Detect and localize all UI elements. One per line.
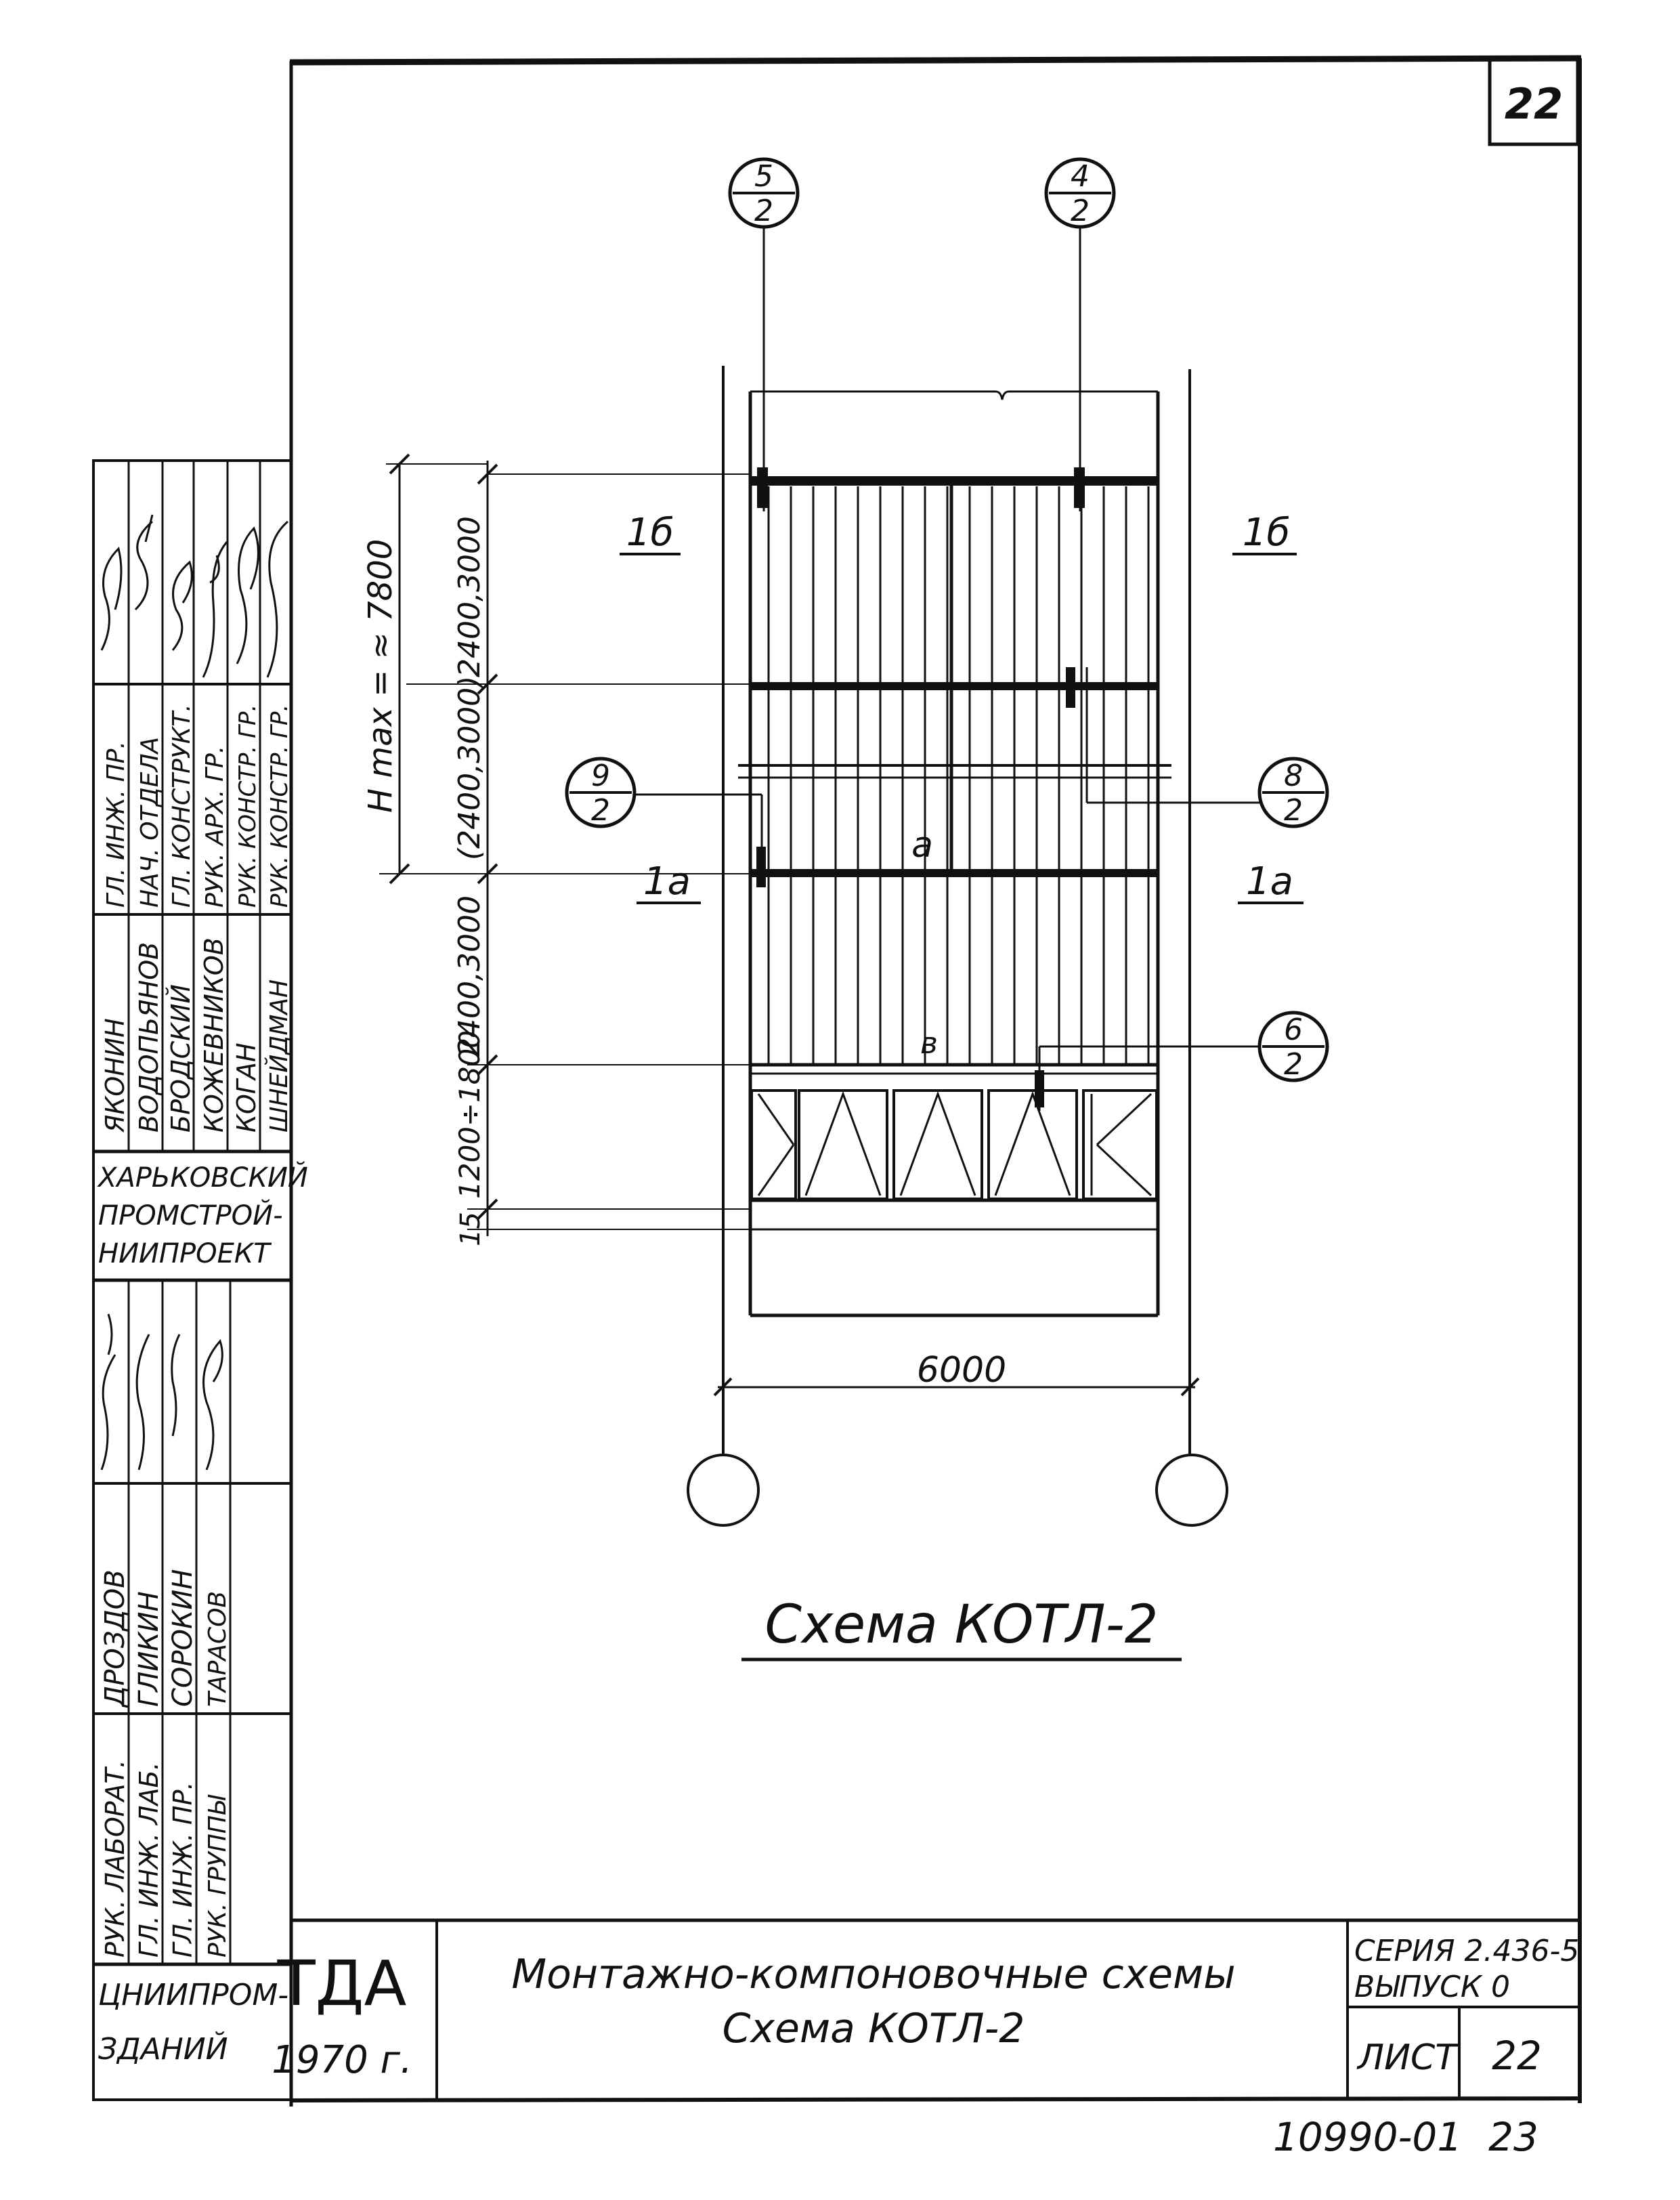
- upper-org-1: ХАРЬКОВСКИЙ: [97, 1161, 308, 1193]
- lower-org-2: ЗДАНИЙ: [98, 2031, 228, 2067]
- drawing-number: 10990-01: [1273, 2114, 1462, 2160]
- lower-signatures: [100, 1313, 223, 1471]
- page-number: 23: [1488, 2114, 1538, 2160]
- upper-role-2: НАЧ. ОТДЕЛА: [136, 737, 164, 908]
- upper-name-4: КОЖЕВНИКОВ: [199, 937, 229, 1133]
- lower-name-3: СОРОКИН: [167, 1569, 198, 1707]
- callout-8-bottom: 2: [1284, 793, 1303, 828]
- upper-name-1: ЯКОНИН: [100, 1018, 130, 1133]
- issue-label: ВЫПУСК 0: [1354, 1970, 1510, 2004]
- callout-4-top: 4: [1071, 159, 1090, 194]
- panel-grille: [767, 486, 1150, 1063]
- zone-label-top-left: 1б: [626, 511, 674, 555]
- panel-letter-v: в: [920, 1026, 938, 1061]
- upper-role-1: ГЛ. ИНЖ. ПР.: [102, 741, 130, 908]
- lower-org-1: ЦНИИПРОМ-: [98, 1978, 288, 2012]
- span-dimension: 6000: [713, 1350, 1200, 1397]
- dim-window-span: 1200÷1800: [453, 1030, 486, 1199]
- dim-top-span: 2400,3000: [452, 516, 487, 677]
- upper-role-6: РУК. КОНСТР. ГР.: [266, 704, 293, 908]
- upper-org-2: ПРОМСТРОЙ-: [98, 1199, 283, 1231]
- upper-role-5: РУК. КОНСТР. ГР.: [234, 704, 261, 908]
- upper-name-5: КОГАН: [232, 1042, 261, 1133]
- upper-name-2: ВОДОПЬЯНОВ: [134, 942, 164, 1133]
- callout-4-2: 4 2: [1044, 157, 1116, 511]
- callout-6-2: 6 2: [1035, 1011, 1329, 1111]
- callout-9-2: 9 2: [565, 757, 766, 887]
- callout-8-2: 8 2: [1066, 667, 1329, 828]
- zone-labels: 1б 1б 1а 1а а в: [620, 511, 1304, 1061]
- callout-6-bottom: 2: [1284, 1047, 1303, 1082]
- corner-sheet-box: 22: [1488, 58, 1580, 146]
- zone-label-mid-left: 1а: [643, 860, 691, 904]
- panel-letter-a: а: [911, 825, 933, 866]
- axis-circle-left: [687, 1454, 760, 1527]
- upper-signatures: [100, 514, 288, 678]
- callout-5-bottom: 2: [754, 194, 773, 228]
- lower-roles: РУК. ЛАБОРАТ. ГЛ. ИНЖ. ЛАБ. ГЛ. ИНЖ. ПР.…: [100, 1760, 232, 1958]
- stamp-title-line2: Схема КОТЛ-2: [723, 2005, 1025, 2052]
- vertical-dimension-chain: 2400,3000 (2400,3000) 2400,3000 1200÷180…: [362, 453, 752, 1246]
- dim-total-height: H max = ≈ 7800: [362, 539, 400, 813]
- callout-9-top: 9: [591, 759, 610, 793]
- zone-label-mid-right: 1а: [1246, 860, 1293, 904]
- lower-role-3: ГЛ. ИНЖ. ПР.: [168, 1781, 198, 1958]
- upper-org: ХАРЬКОВСКИЙ ПРОМСТРОЙ- НИИПРОЕКТ: [97, 1161, 308, 1269]
- upper-roles: ГЛ. ИНЖ. ПР. НАЧ. ОТДЕЛА ГЛ. КОНСТРУКТ. …: [102, 704, 293, 908]
- org-name: ТДА: [276, 1947, 406, 2020]
- lower-names: ДРОЗДОВ ГЛИКИН СОРОКИН ТАРАСОВ: [100, 1569, 232, 1708]
- stamp-title-line1: Монтажно-компоновочные схемы: [511, 1951, 1235, 1998]
- lower-role-1: РУК. ЛАБОРАТ.: [100, 1760, 130, 1958]
- drawing-title: Схема КОТЛ-2: [765, 1594, 1159, 1655]
- callout-8-top: 8: [1284, 759, 1303, 793]
- callout-9-bottom: 2: [591, 793, 610, 828]
- lower-name-1: ДРОЗДОВ: [100, 1569, 131, 1708]
- lower-org: ЦНИИПРОМ- ЗДАНИЙ: [98, 1978, 288, 2067]
- sheet-label: ЛИСТ: [1356, 2037, 1459, 2078]
- dim-lower-span: 2400,3000: [452, 895, 487, 1057]
- side-stamp-block: [92, 459, 293, 2101]
- lower-role-2: ГЛ. ИНЖ. ЛАБ.: [134, 1762, 164, 1958]
- upper-role-4: РУК. АРХ. ГР.: [201, 746, 229, 908]
- lower-name-2: ГЛИКИН: [133, 1591, 165, 1707]
- upper-org-3: НИИПРОЕКТ: [98, 1238, 272, 1269]
- zone-label-top-right: 1б: [1243, 511, 1290, 555]
- callout-5-top: 5: [754, 159, 773, 194]
- callout-5-2: 5 2: [728, 157, 800, 511]
- stamp-year: 1970 г.: [272, 2038, 412, 2082]
- sheet-value: 22: [1492, 2033, 1542, 2079]
- lower-name-4: ТАРАСОВ: [204, 1591, 232, 1707]
- boiler-scheme: [722, 366, 1191, 1456]
- dim-base-span: 15: [455, 1212, 486, 1246]
- span-dimension-value: 6000: [917, 1350, 1006, 1391]
- window-bays: [750, 1089, 1158, 1200]
- upper-name-3: БРОДСКИЙ: [166, 984, 196, 1133]
- dim-mid-span: (2400,3000): [452, 676, 487, 860]
- lower-role-4: РУК. ГРУППЫ: [204, 1794, 232, 1958]
- upper-role-3: ГЛ. КОНСТРУКТ.: [168, 704, 196, 908]
- corner-sheet-number: 22: [1505, 79, 1563, 129]
- title-block: [291, 1918, 1580, 2100]
- series-label: СЕРИЯ 2.436-5: [1354, 1934, 1579, 1968]
- callout-6-top: 6: [1284, 1013, 1303, 1047]
- upper-names: ЯКОНИН ВОДОПЬЯНОВ БРОДСКИЙ КОЖЕВНИКОВ КО…: [100, 937, 293, 1133]
- callout-4-bottom: 2: [1071, 194, 1090, 228]
- upper-name-6: ШНЕЙДМАН: [265, 979, 293, 1133]
- axis-circle-right: [1155, 1454, 1228, 1527]
